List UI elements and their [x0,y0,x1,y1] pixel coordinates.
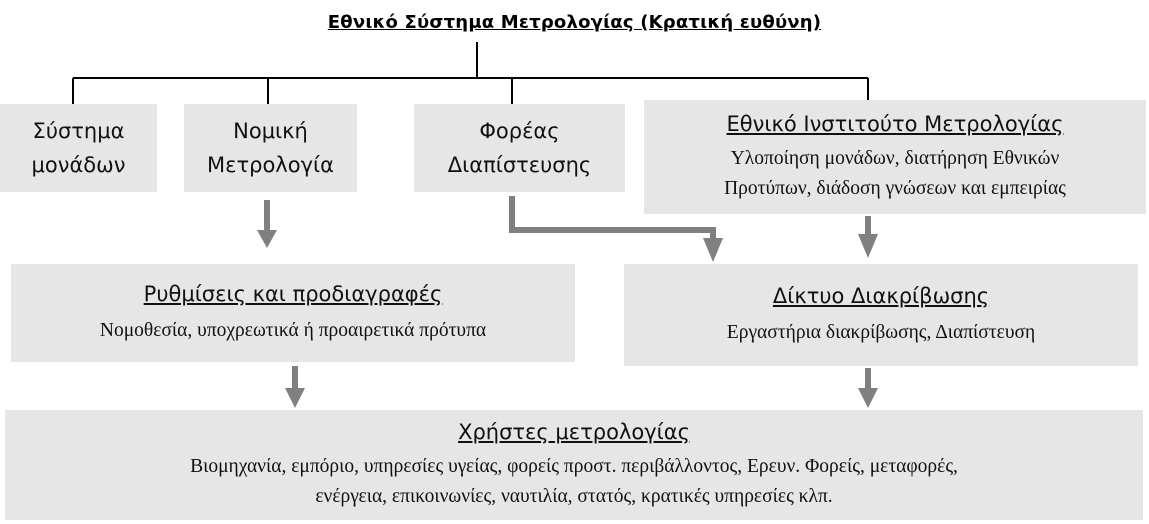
national-institute-line1: Υλοποίηση μονάδων, διατήρηση Εθνικών [730,148,1060,169]
legal-metrology-box: Νομική Μετρολογία [184,104,357,192]
national-institute-box: Εθνικό Ινστιτούτο Μετρολογίας Υλοποίηση … [644,100,1146,214]
arrow-institute-head [858,234,878,258]
national-institute-line2: Προτύπων, διάδοση γνώσεων και εμπειρίας [724,178,1066,199]
accreditation-body-line2: Διαπίστευσης [447,153,592,177]
accreditation-body-box: Φορέας Διαπίστευσης [414,104,625,192]
arrow-calibration-head [858,388,878,408]
regulations-line1: Νομοθεσία, υποχρεωτικά ή προαιρετικά πρό… [99,320,487,341]
national-institute-title: Εθνικό Ινστιτούτο Μετρολογίας [726,112,1064,136]
calibration-network-line1: Εργαστήρια διακρίβωσης, Διαπίστευση [726,322,1036,343]
arrow-accreditation-shaft [509,196,716,240]
metrology-users-line2: ενέργεια, επικοινωνίες, ναυτιλία, στατός… [315,486,833,507]
regulations-box: Ρυθμίσεις και προδιαγραφές Νομοθεσία, υπ… [11,264,575,362]
units-system-box: Σύστημα μονάδων [0,104,157,192]
accreditation-body-line1: Φορέας [479,119,560,143]
arrow-regulations-head [285,388,305,408]
diagram-title: Εθνικό Σύστημα Μετρολογίας (Κρατική ευθύ… [327,12,822,33]
arrow-legal-head [257,230,277,248]
units-system-line1: Σύστημα [32,119,125,143]
legal-metrology-line1: Νομική [233,119,308,143]
metrology-users-box: Χρήστες μετρολογίας Βιομηχανία, εμπόριο,… [5,410,1143,520]
calibration-network-box: Δίκτυο Διακρίβωσης Εργαστήρια διακρίβωση… [624,264,1138,366]
arrow-accreditation-head [703,238,723,262]
legal-metrology-line2: Μετρολογία [207,153,334,177]
units-system-line2: μονάδων [31,153,126,177]
calibration-network-title: Δίκτυο Διακρίβωσης [772,284,990,308]
metrology-users-line1: Βιομηχανία, εμπόριο, υπηρεσίες υγείας, φ… [190,456,958,477]
metrology-users-title: Χρήστες μετρολογίας [458,420,690,444]
regulations-title: Ρυθμίσεις και προδιαγραφές [143,282,443,306]
